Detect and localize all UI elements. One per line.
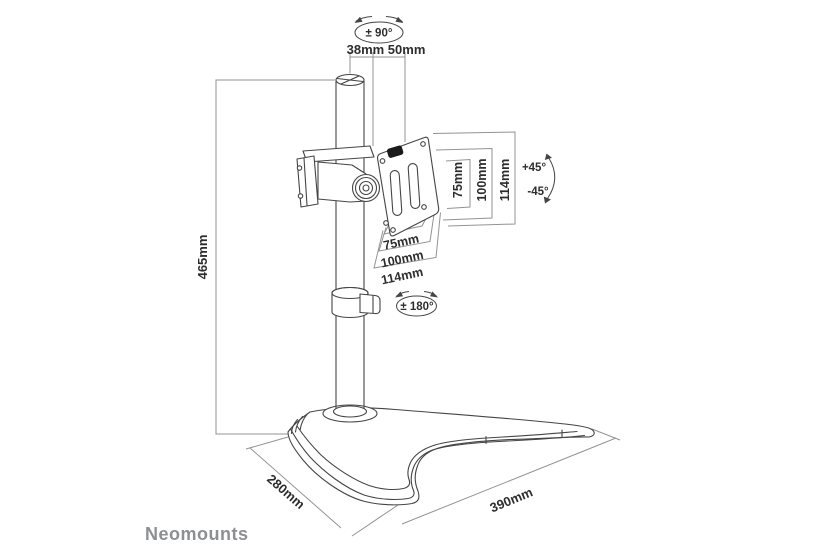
vesa-horizontal-dimension-114 [373, 212, 441, 269]
mount-drawing [287, 73, 595, 506]
height-label: 465mm [195, 235, 210, 280]
base-plateau-line [296, 425, 578, 491]
vesa-vertical-dimension-114 [432, 131, 516, 227]
pole-cap-cross-lines [336, 75, 364, 85]
clamp-jaw-seam [303, 157, 308, 207]
pole [335, 73, 365, 410]
top-offsets-label: 38mm 50mm [347, 42, 426, 57]
height-dimension-line [215, 79, 335, 435]
vesa-vertical-114-label: 114mm [498, 159, 512, 201]
vesa-vertical-dimension-75 [445, 158, 471, 209]
clamp-bolt-bottom [297, 193, 304, 199]
base-width-label: 390mm [488, 484, 535, 515]
swivel-arrowheads [354, 16, 404, 23]
plate-slot-right [407, 162, 421, 210]
dimension-lines [215, 52, 621, 537]
base-dimension-lines [245, 428, 621, 537]
vesa-horizontal-dimension-100 [378, 214, 435, 252]
base [287, 404, 595, 506]
base-corner-ridges [290, 413, 309, 435]
swivel-indicator [354, 16, 404, 44]
rotation-indicators [354, 16, 556, 317]
base-outline [287, 407, 595, 506]
tilt-indicator [543, 153, 556, 204]
top-offset-dimension [349, 52, 406, 146]
clamp-left-jaw [296, 155, 319, 208]
base-depth-label: 280mm [264, 471, 308, 512]
vesa-vertical-75-label: 75mm [451, 162, 465, 198]
pole-boss-inner [332, 405, 368, 418]
swivel-label: ± 90° [366, 28, 393, 40]
pivot-joint [354, 176, 378, 200]
collar-top-rim [331, 286, 369, 300]
plate-slot-left [389, 169, 403, 217]
base-inner-rim-line [289, 428, 586, 501]
brand-logo: Neomounts [145, 524, 249, 544]
vesa-vertical-100-label: 100mm [475, 158, 489, 201]
tilt-arrowheads [543, 153, 552, 204]
rotate-label: ± 180° [400, 301, 434, 313]
pole-collar [331, 286, 381, 319]
rotate-arrowheads [395, 291, 438, 298]
vesa-vertical-dimension-100 [435, 147, 493, 221]
clamp-bolt-top [296, 165, 303, 171]
tilt-up-label: +45° [522, 162, 547, 174]
vesa-screw-holes [379, 141, 427, 233]
tilt-down-label: -45° [527, 186, 549, 198]
collar-clip [359, 293, 381, 315]
tension-knob [386, 145, 404, 158]
vesa-plate [351, 136, 440, 237]
rotate-indicator [395, 291, 438, 317]
base-rim-joint-ticks [485, 429, 563, 445]
